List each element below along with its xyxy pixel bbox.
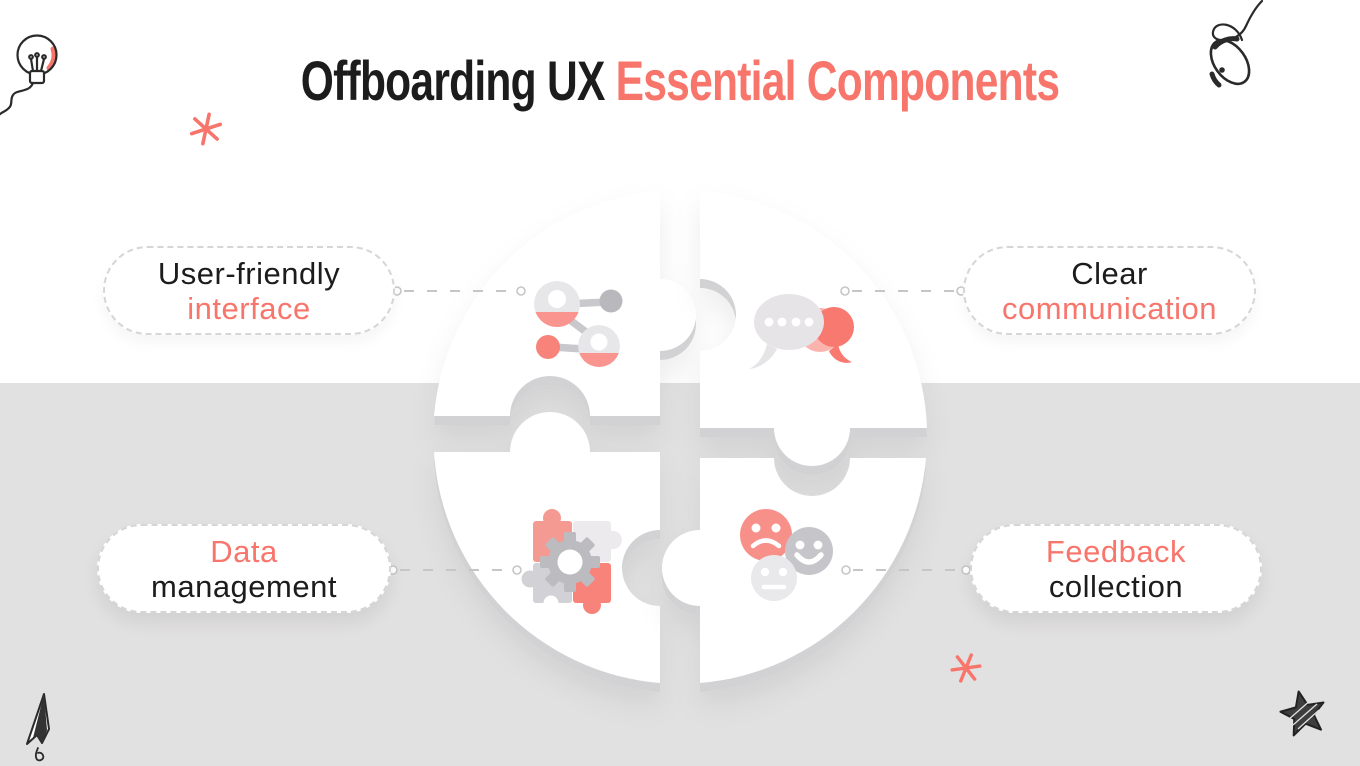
page-title: Offboarding UX Essential Components <box>163 48 1197 113</box>
connector-bottom-left <box>388 565 522 575</box>
asterisk-bottom-right <box>950 653 982 683</box>
smiley-face <box>785 527 833 575</box>
pill-line-2: communication <box>1002 290 1217 326</box>
pill-line-2: management <box>151 568 337 604</box>
pill-line-2: collection <box>1048 568 1184 604</box>
pill-line-1: Feedback <box>1045 533 1187 569</box>
neutral-face <box>751 555 797 601</box>
component-pill-feedback-collection: Feedback collection <box>970 524 1262 613</box>
asterisk-top-left <box>189 112 223 146</box>
puzzle-circle <box>434 191 927 683</box>
sad-face <box>740 509 792 561</box>
pill-line-1: User-friendly <box>157 255 341 291</box>
emoji-faces-icon <box>740 509 833 601</box>
star-doodle <box>1279 690 1325 737</box>
connector-bottom-right <box>841 565 971 575</box>
gear <box>540 532 600 592</box>
gear-puzzle-icon <box>521 509 622 614</box>
paper-plane-doodle <box>26 693 50 762</box>
title-highlight: Essential Components <box>615 49 1060 112</box>
user-network-icon <box>534 281 623 367</box>
network-node-gray <box>599 289 623 313</box>
mouse-doodle <box>1209 0 1264 88</box>
pill-line-2: interface <box>187 290 311 326</box>
network-node-coral <box>536 335 560 359</box>
connectors <box>388 286 971 575</box>
pill-line-1: Data <box>210 533 278 569</box>
component-pill-clear-communication: Clear communication <box>963 246 1256 335</box>
component-pill-data-management: Data management <box>97 524 391 613</box>
chat-bubbles-icon <box>749 294 854 369</box>
title-prefix: Offboarding UX <box>300 49 616 112</box>
lightbulb-doodle <box>0 34 58 116</box>
pill-line-1: Clear <box>1071 255 1148 291</box>
component-pill-user-friendly-interface: User-friendly interface <box>103 246 395 335</box>
